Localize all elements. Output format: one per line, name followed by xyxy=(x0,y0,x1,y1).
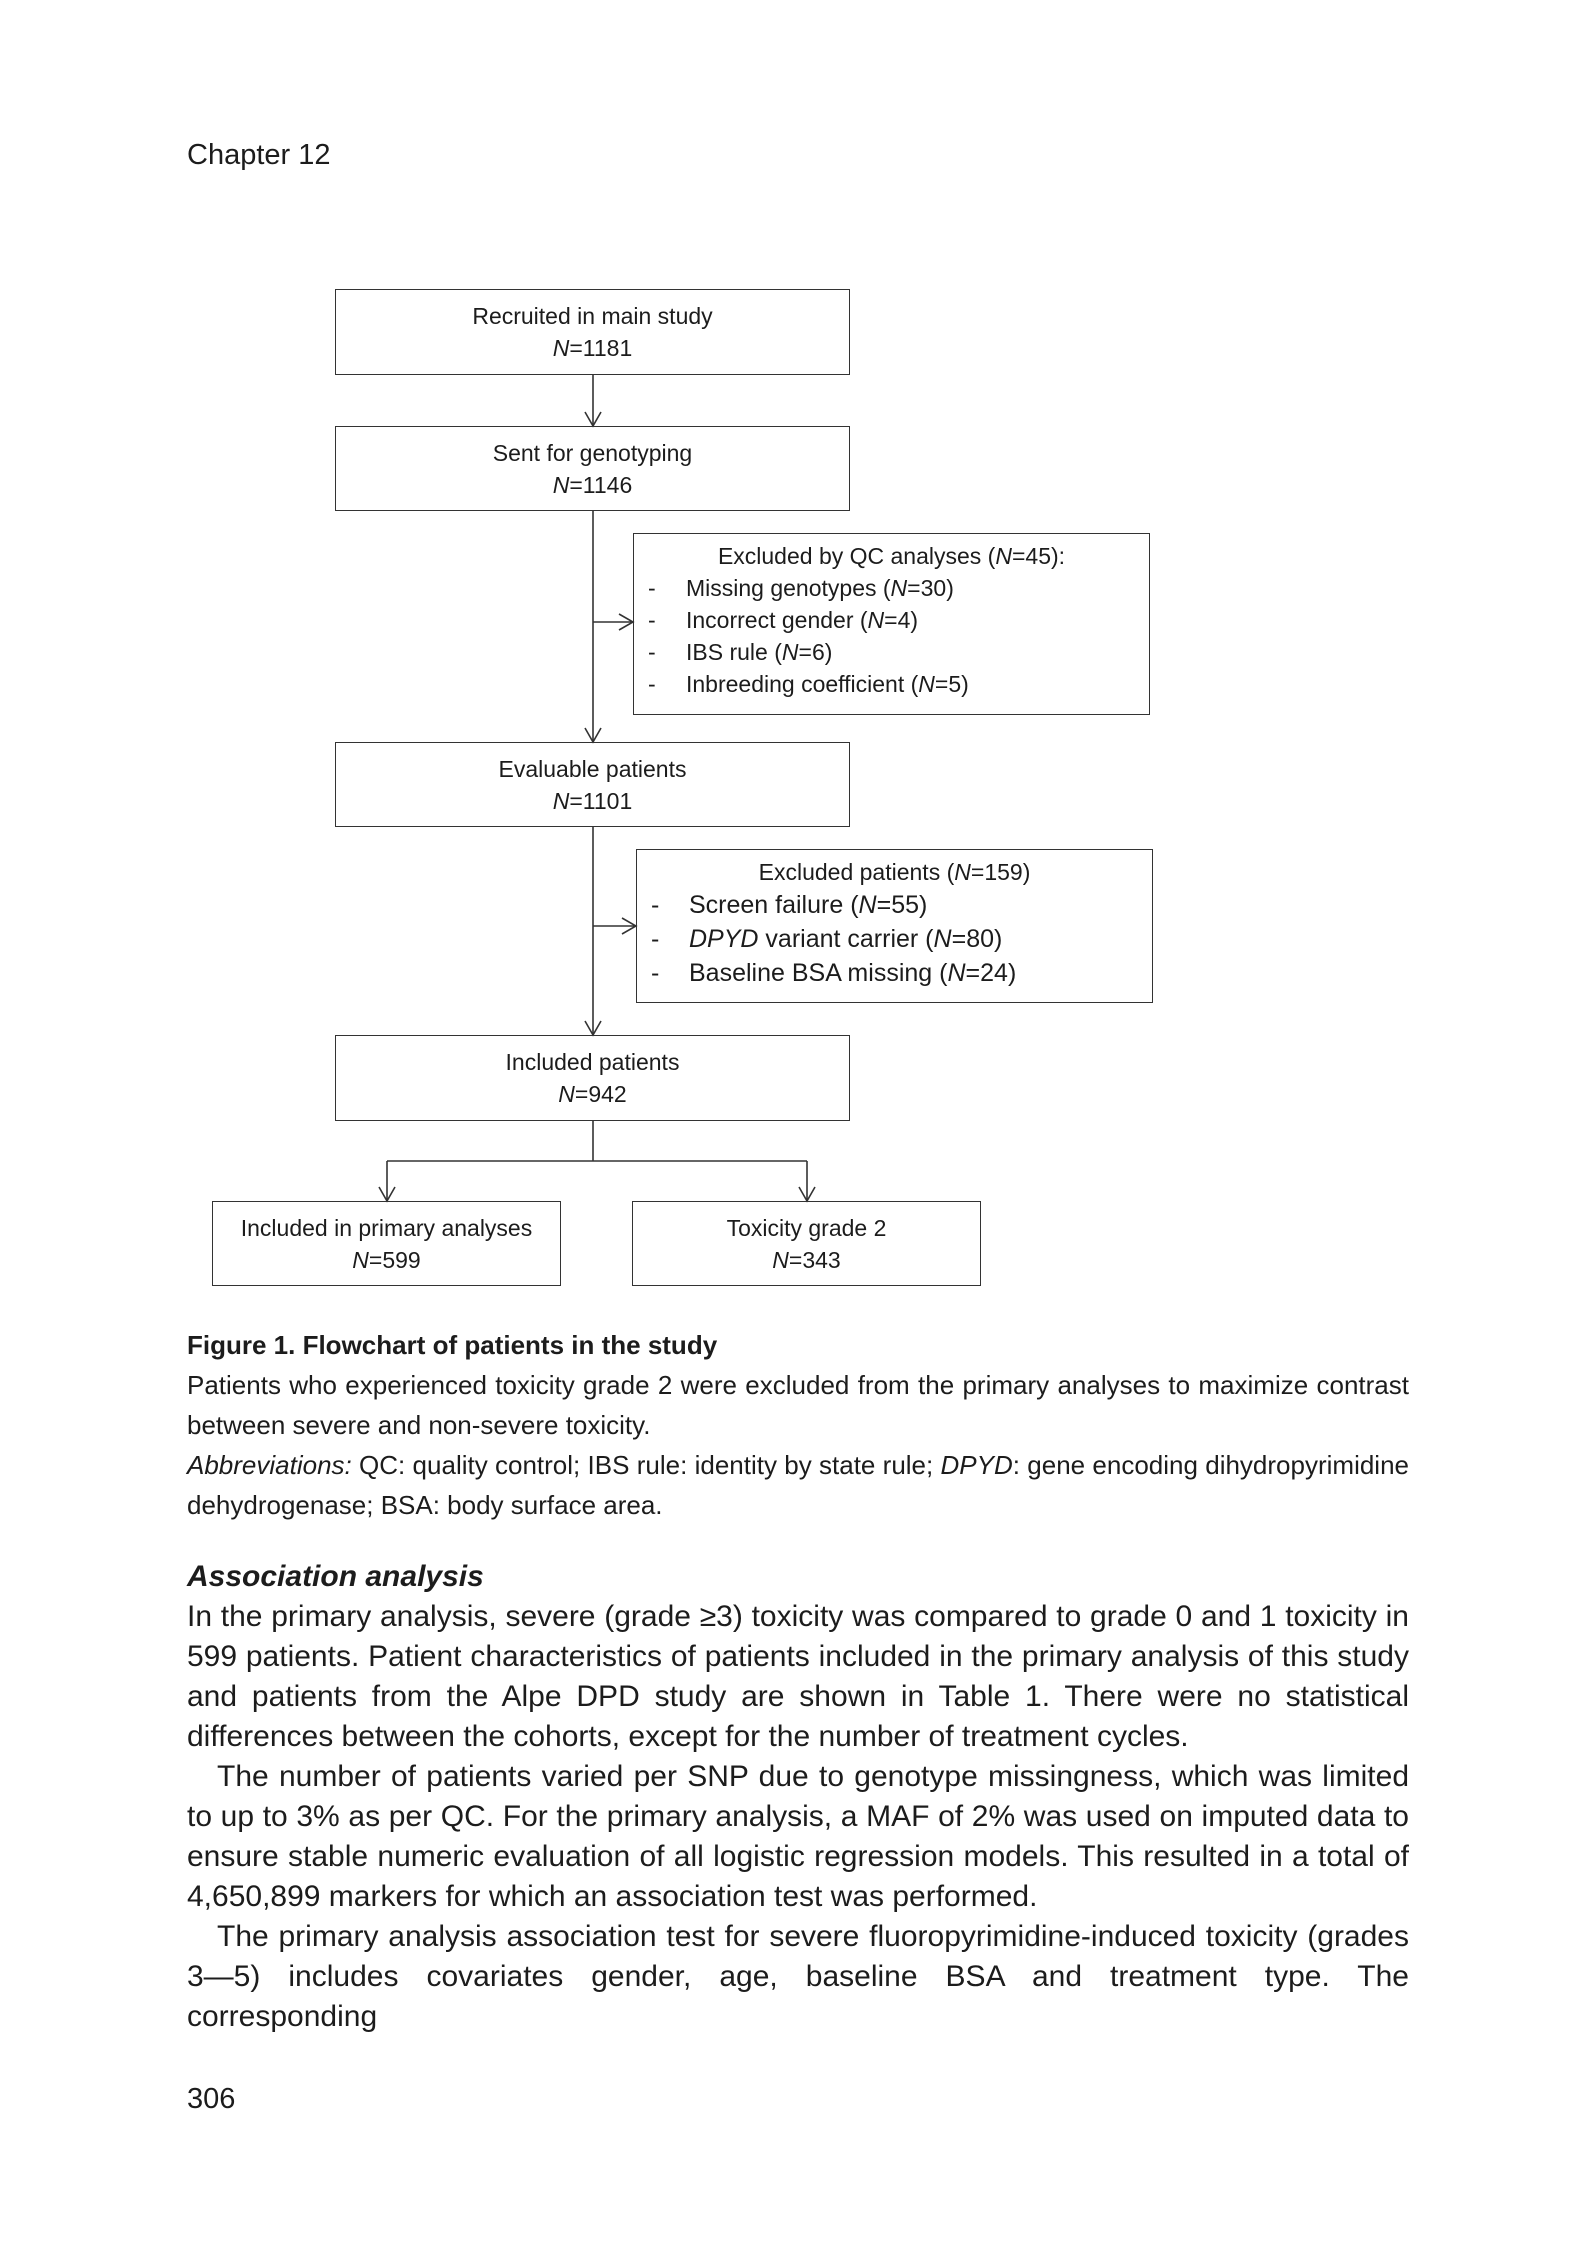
box-genotyping: Sent for genotyping N=1146 xyxy=(335,426,850,511)
box-patients-excluded: Excluded patients (N=159) -Screen failur… xyxy=(636,849,1153,1003)
body-paragraph: The number of patients varied per SNP du… xyxy=(187,1760,1409,1913)
box-toxicity-label: Toxicity grade 2 xyxy=(726,1215,887,1241)
evaluable-n-value: 1101 xyxy=(582,788,633,814)
box-primary-analyses: Included in primary analyses N=599 xyxy=(212,1201,561,1286)
qc-excluded-title: Excluded by QC analyses (N=45): xyxy=(717,543,1066,569)
box-toxicity-grade-2: Toxicity grade 2 N=343 xyxy=(632,1201,981,1286)
patients-excluded-item: -Screen failure (N=55) xyxy=(651,891,928,919)
page-number: 306 xyxy=(187,2083,236,2115)
qc-excluded-item: -Missing genotypes (N=30) xyxy=(648,575,954,601)
association-analysis-section: Association analysis In the primary anal… xyxy=(187,1557,1409,2037)
patients-excluded-item: -DPYD variant carrier (N=80) xyxy=(651,925,1003,953)
qc-excluded-item: -IBS rule (N=6) xyxy=(648,639,833,665)
box-toxicity-n: N=343 xyxy=(772,1247,841,1273)
body-paragraph: In the primary analysis, severe (grade ≥… xyxy=(187,1600,1409,1753)
figure-caption-text: Patients who experienced toxicity grade … xyxy=(187,1370,1409,1440)
patients-excluded-item: -Baseline BSA missing (N=24) xyxy=(651,959,1017,987)
patients-excluded-title: Excluded patients (N=159) xyxy=(758,859,1031,885)
box-included-label: Included patients xyxy=(505,1049,680,1075)
figure-abbreviations: Abbreviations: QC: quality control; IBS … xyxy=(187,1450,1409,1520)
box-qc-excluded: Excluded by QC analyses (N=45): -Missing… xyxy=(633,533,1150,715)
figure-title: Figure 1. Flowchart of patients in the s… xyxy=(187,1330,718,1360)
box-genotyping-n: N=1146 xyxy=(552,472,633,498)
figure-caption: Figure 1. Flowchart of patients in the s… xyxy=(187,1325,1409,1525)
recruited-n-value: 1181 xyxy=(582,335,633,361)
body-paragraph: The primary analysis association test fo… xyxy=(187,1920,1409,2033)
box-recruited-n: N=1181 xyxy=(552,335,633,361)
box-primary-label: Included in primary analyses xyxy=(240,1215,533,1241)
genotyping-n-value: 1146 xyxy=(582,472,633,498)
qc-excluded-item: -Incorrect gender (N=4) xyxy=(648,607,919,633)
toxicity-n-value: 343 xyxy=(802,1247,841,1273)
box-recruited: Recruited in main study N=1181 xyxy=(335,289,850,375)
primary-n-value: 599 xyxy=(382,1247,421,1273)
included-n-value: 942 xyxy=(588,1081,627,1107)
box-evaluable: Evaluable patients N=1101 xyxy=(335,742,850,827)
box-primary-n: N=599 xyxy=(352,1247,421,1273)
box-evaluable-n: N=1101 xyxy=(552,788,633,814)
chapter-header: Chapter 12 xyxy=(187,139,331,171)
box-included-n: N=942 xyxy=(558,1081,627,1107)
box-genotyping-label: Sent for genotyping xyxy=(492,440,693,466)
box-recruited-label: Recruited in main study xyxy=(472,303,713,329)
section-heading: Association analysis xyxy=(187,1560,484,1593)
box-evaluable-label: Evaluable patients xyxy=(498,756,687,782)
qc-excluded-item: -Inbreeding coefficient (N=5) xyxy=(648,671,969,697)
box-included: Included patients N=942 xyxy=(335,1035,850,1121)
